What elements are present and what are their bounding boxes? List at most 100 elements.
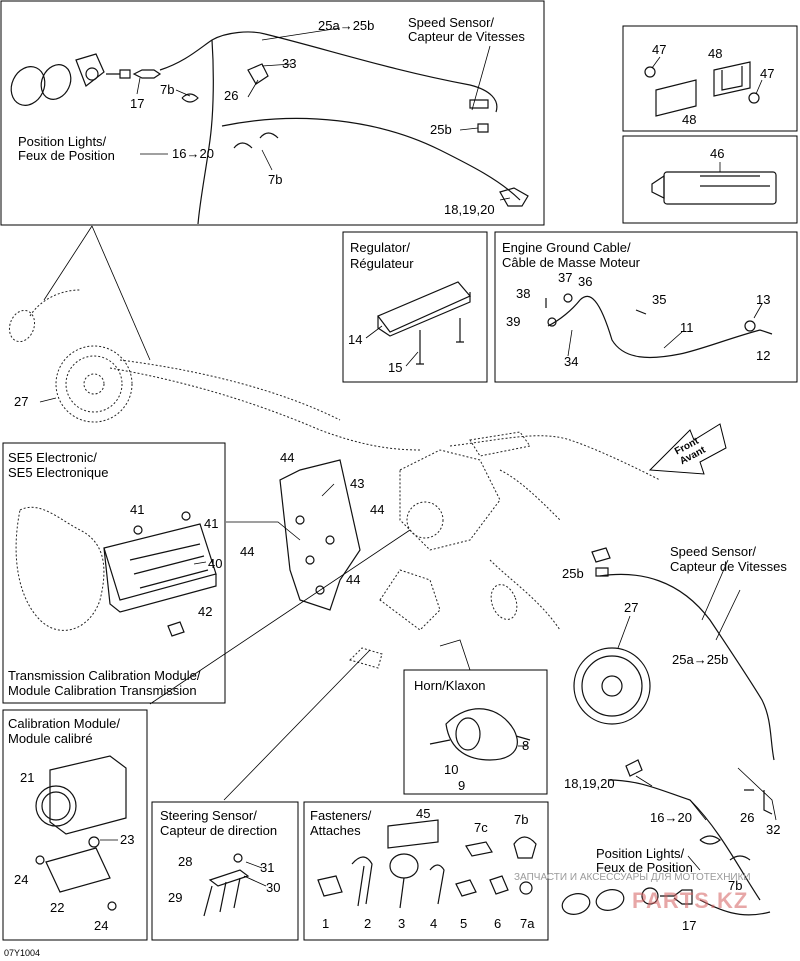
callout: 7b <box>268 172 282 187</box>
callout: 26 <box>224 88 238 103</box>
callout: 25b <box>562 566 584 581</box>
callout: 21 <box>20 770 34 785</box>
callout: 24 <box>94 918 108 933</box>
callout: 27 <box>14 394 28 409</box>
title-steering: Steering Sensor/Capteur de direction <box>160 808 277 838</box>
callout: 8 <box>522 738 529 753</box>
callout: 5 <box>460 916 467 931</box>
box-fasteners <box>303 801 549 941</box>
title-speed-sensor-top: Speed Sensor/Capteur de Vitesses <box>408 15 525 44</box>
callout: 46 <box>710 146 724 161</box>
callout: 36 <box>578 274 592 289</box>
callout: 18,19,20 <box>564 776 615 791</box>
callout: 25a→25b <box>672 652 728 667</box>
callout: 48 <box>682 112 696 127</box>
callout: 14 <box>348 332 362 347</box>
callout: 7b <box>514 812 528 827</box>
ground-cable-11 <box>545 293 773 359</box>
callout: 37 <box>558 270 572 285</box>
callout: 9 <box>458 778 465 793</box>
callout: 16→20 <box>650 810 692 825</box>
callout: 30 <box>266 880 280 895</box>
callout: 38 <box>516 286 530 301</box>
title-tcm: Transmission Calibration Module/Module C… <box>8 668 201 698</box>
title-calibration: Calibration Module/Module calibré <box>8 716 120 746</box>
title-se5: SE5 Electronic/SE5 Electronique <box>8 450 108 480</box>
box-se5 <box>2 442 226 704</box>
callout: 29 <box>168 890 182 905</box>
fastener-parts <box>317 819 537 909</box>
box-calibration <box>2 709 148 941</box>
callout: 41 <box>130 502 144 517</box>
title-horn: Horn/Klaxon <box>414 678 486 693</box>
title-engine-ground: Engine Ground Cable/Câble de Masse Moteu… <box>502 240 641 270</box>
box-steering <box>151 801 299 941</box>
callout: 7a <box>520 916 535 931</box>
callout: 16→20 <box>172 146 214 161</box>
box-fastener-47-48 <box>622 25 798 132</box>
callout: 2 <box>364 916 371 931</box>
callout: 43 <box>350 476 364 491</box>
callout: 44 <box>370 502 384 517</box>
callout: 39 <box>506 314 520 329</box>
callout: 7b <box>160 82 174 97</box>
front-arrow-icon <box>648 423 727 475</box>
callout: 44 <box>240 544 254 559</box>
callout-labels: 25a→25b 33 17 7b 26 25b 16→20 7b 18,19,2… <box>14 18 780 933</box>
callout: 40 <box>208 556 222 571</box>
callout: 24 <box>14 872 28 887</box>
callout: 48 <box>708 46 722 61</box>
callout: 6 <box>494 916 501 931</box>
box-regulator <box>342 231 488 383</box>
callout: 10 <box>444 762 458 777</box>
callout: 22 <box>50 900 64 915</box>
callout: 34 <box>564 354 578 369</box>
callout: 11 <box>680 320 694 335</box>
clip-47-48 <box>644 61 760 117</box>
box-tube-46 <box>622 135 798 224</box>
regulator-14 <box>377 281 471 365</box>
calibration-module-21 <box>35 755 127 911</box>
callout: 27 <box>624 600 638 615</box>
callout: 12 <box>756 348 770 363</box>
callout: 41 <box>204 516 218 531</box>
title-speed-sensor-right: Speed Sensor/Capteur de Vitesses <box>670 544 787 574</box>
bracket-43 <box>279 459 361 611</box>
callout: 7c <box>474 820 488 835</box>
title-regulator: Regulator/Régulateur <box>350 240 414 271</box>
leader-speed-sensor-top <box>471 45 491 111</box>
callout: 17 <box>682 918 696 933</box>
steering-sensor-28 <box>203 853 250 917</box>
callout: 1 <box>322 916 329 931</box>
callout: 7b <box>728 878 742 893</box>
callout: 26 <box>740 810 754 825</box>
callout: 33 <box>282 56 296 71</box>
callout: 3 <box>398 916 405 931</box>
tone-ring-27-right <box>573 647 651 725</box>
callout: 47 <box>760 66 774 81</box>
callout: 44 <box>346 572 360 587</box>
callout: 45 <box>416 806 430 821</box>
top-harness <box>10 31 529 225</box>
main-assembly <box>8 289 661 669</box>
box-horn <box>403 669 548 795</box>
watermark-brand: PARTS.KZ <box>632 888 748 913</box>
callout: 17 <box>130 96 144 111</box>
title-position-lights-top: Position Lights/Feux de Position <box>18 134 115 163</box>
callout: 42 <box>198 604 212 619</box>
callout: 23 <box>120 832 134 847</box>
section-titles: Speed Sensor/Capteur de Vitesses Positio… <box>8 15 787 875</box>
callout: 32 <box>766 822 780 837</box>
callout: 13 <box>756 292 770 307</box>
callout: 15 <box>388 360 402 375</box>
watermark-line: ЗАПЧАСТИ И АКСЕССУАРЫ ДЛЯ МОТОТЕХНИКИ <box>514 872 751 883</box>
callout: 47 <box>652 42 666 57</box>
callout: 25a→25b <box>318 18 374 33</box>
callout: 25b <box>430 122 452 137</box>
callout: 28 <box>178 854 192 869</box>
callout: 44 <box>280 450 294 465</box>
callout: 4 <box>430 916 437 931</box>
tcm-module-40 <box>15 506 217 637</box>
callout: 35 <box>652 292 666 307</box>
